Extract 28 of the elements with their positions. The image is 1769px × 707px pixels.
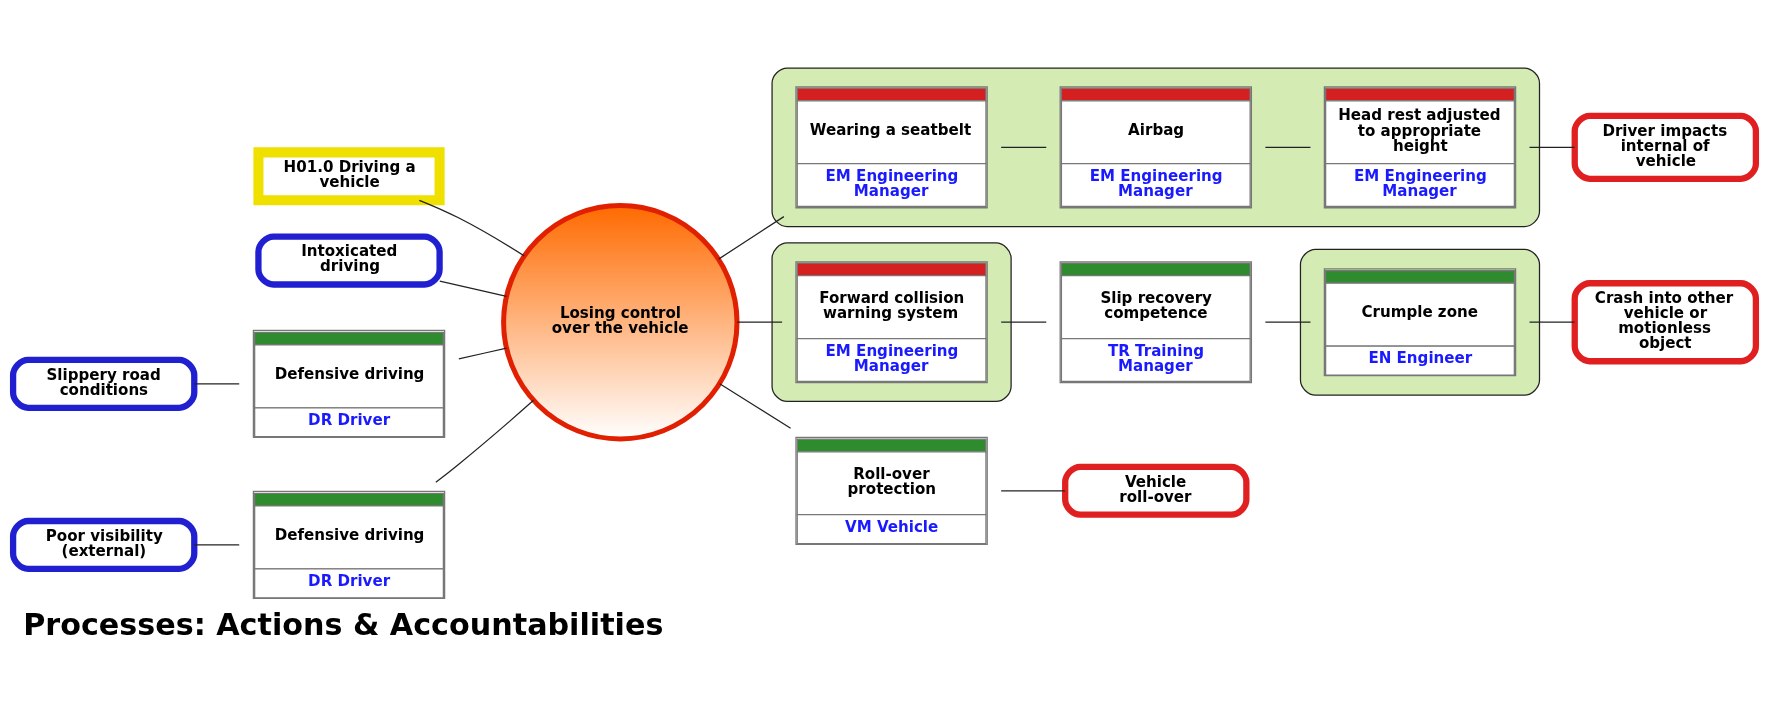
connector: [1264, 146, 1312, 148]
connector: [193, 382, 240, 384]
connector: [193, 543, 240, 546]
connector: [1264, 321, 1312, 323]
connector: [418, 199, 525, 256]
connector: [736, 321, 783, 323]
cluster: [771, 241, 1012, 402]
connector: [719, 382, 792, 429]
connector: [439, 280, 508, 297]
node-box: Slippery road conditions: [9, 356, 198, 411]
diagram-title: Processes: Actions & Accountabilities: [23, 606, 664, 642]
connector: [1000, 321, 1047, 323]
node-box: Driver impacts internal of vehicle: [1571, 112, 1760, 182]
cluster: [771, 66, 1541, 227]
connector: [717, 215, 785, 260]
cluster: [1299, 248, 1541, 396]
node-box: Vehicle roll-over: [1062, 463, 1250, 518]
connector: [1000, 146, 1047, 148]
node-circle: Losing control over the vehicle: [501, 202, 740, 441]
connector: [1528, 321, 1576, 323]
connector: [1528, 146, 1576, 148]
connector: [1000, 489, 1066, 491]
node-box: Poor visibility (external): [9, 517, 198, 572]
node-box: Intoxicated driving: [255, 233, 443, 288]
node-box: Crash into other vehicle or motionless object: [1571, 279, 1760, 364]
node-box: H01.0 Driving a vehicle: [253, 146, 445, 205]
connector: [435, 399, 535, 483]
connector: [458, 346, 508, 360]
